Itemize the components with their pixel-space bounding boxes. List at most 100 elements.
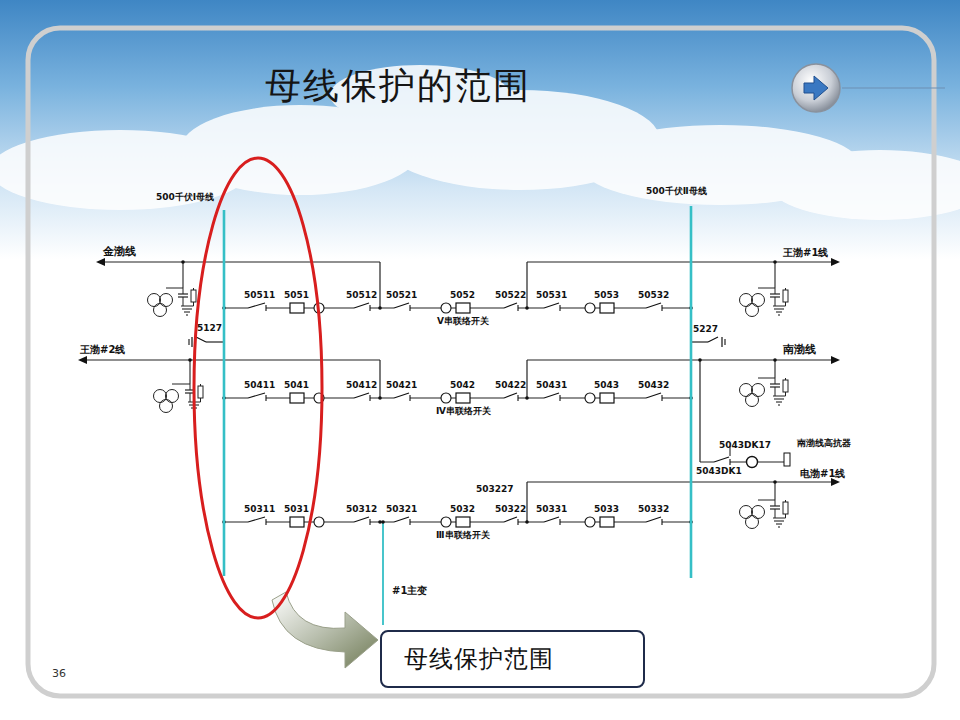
disconnector-contact [265, 395, 266, 401]
tap-wire [785, 378, 786, 380]
bus-bar [223, 210, 226, 576]
junction-dot [698, 358, 702, 362]
tap-wire [785, 514, 786, 518]
switch-number: 5227 [693, 324, 718, 334]
tap-wire [785, 500, 786, 502]
disconnector-blade [646, 393, 661, 398]
voltage-transformer-symbol [160, 294, 173, 307]
wire [699, 360, 700, 462]
protection-zone-ellipse [194, 158, 322, 618]
ground-symbol [186, 315, 188, 316]
line-arrowhead [831, 356, 840, 364]
disconnector-contact [517, 395, 518, 401]
switch-number: 50532 [638, 290, 669, 300]
capacitor-lead [183, 297, 184, 306]
resistor-symbol [191, 290, 196, 302]
tap-wire [193, 288, 194, 290]
voltage-transformer-symbol [740, 294, 753, 307]
wire [526, 360, 527, 398]
disconnector-blade [394, 517, 409, 522]
disconnector-blade [248, 517, 265, 522]
page-number: 36 [52, 668, 66, 681]
disconnector-contact [409, 305, 410, 311]
breaker-number: 5051 [284, 290, 309, 300]
resistor-symbol [198, 386, 203, 398]
disconnector-contact [559, 305, 560, 311]
disconnector-blade [544, 393, 559, 398]
disconnector-contact [729, 459, 730, 465]
disconnector-blade [544, 303, 559, 308]
tap-wire [785, 302, 786, 306]
breaker-number: 5032 [450, 504, 475, 514]
disconnector-contact [661, 519, 662, 525]
junction-dot [181, 260, 185, 264]
tap-wire [773, 306, 786, 307]
tap-wire [189, 360, 190, 384]
reactor-symbol [747, 457, 758, 468]
ground-symbol [778, 315, 780, 316]
disconnector-blade [504, 393, 517, 398]
junction-dot [773, 260, 777, 264]
switch-number: 50531 [536, 290, 567, 300]
switch-number: 5043DK17 [719, 440, 771, 450]
breaker-symbol [290, 393, 304, 403]
wire [206, 341, 224, 342]
disconnector-blade [544, 517, 559, 522]
resistor-symbol [783, 380, 788, 392]
tap-wire [166, 288, 183, 289]
slide-title: 母线保护的范围 [265, 64, 531, 107]
disconnector-contact [409, 395, 410, 401]
current-transformer-symbol [585, 303, 595, 313]
tap-wire [774, 262, 775, 288]
switch-number: 50521 [386, 290, 417, 300]
line-name: 金渤线 [103, 246, 136, 259]
breaker-number: 5043 [594, 380, 619, 390]
disconnector-blade [354, 393, 369, 398]
disconnector-blade [394, 393, 409, 398]
breaker-symbol [600, 303, 614, 313]
switch-number: 5043DK1 [696, 466, 742, 476]
current-transformer-symbol [585, 393, 595, 403]
wire [379, 262, 380, 308]
switch-number: 50321 [386, 504, 417, 514]
ground-symbol [188, 339, 189, 345]
earth-switch-blade [196, 337, 206, 342]
disconnector-contact [265, 305, 266, 311]
ground-symbol [191, 337, 192, 347]
disconnector-contact [559, 395, 560, 401]
breaker-symbol [290, 517, 304, 527]
switch-number: 50422 [495, 380, 526, 390]
ground-symbol [776, 524, 782, 525]
ground-symbol [182, 309, 192, 310]
capacitor-lead [775, 378, 776, 384]
transformer-name: #1主变 [392, 585, 427, 597]
ground-symbol [724, 339, 725, 345]
junction-dot [773, 480, 777, 484]
capacitor-plate [770, 383, 780, 384]
clouds [0, 65, 960, 220]
wire [527, 359, 836, 360]
breaker-number: 5041 [284, 380, 309, 390]
line-name: 王渤#1线 [783, 247, 828, 259]
disconnector-contact [409, 519, 410, 525]
callout-box: 母线保护范围 [380, 630, 645, 688]
current-transformer-symbol [441, 303, 451, 313]
disconnector-contact [369, 395, 370, 401]
voltage-transformer-symbol [740, 384, 753, 397]
ground-symbol [776, 402, 782, 403]
line-arrowhead [96, 258, 105, 266]
junction-dot [381, 520, 385, 524]
capacitor-lead [775, 387, 776, 396]
junction-dot [525, 306, 529, 310]
ground-symbol [778, 527, 780, 528]
slide-frame [28, 28, 934, 696]
earth-switch-blade [708, 337, 718, 342]
current-transformer-symbol [441, 393, 451, 403]
next-button [792, 64, 945, 112]
ground-symbol [721, 337, 722, 347]
breaker-symbol [600, 517, 614, 527]
tap-wire [200, 398, 201, 402]
breaker-number: 5042 [450, 380, 475, 390]
ground-symbol [776, 312, 782, 313]
